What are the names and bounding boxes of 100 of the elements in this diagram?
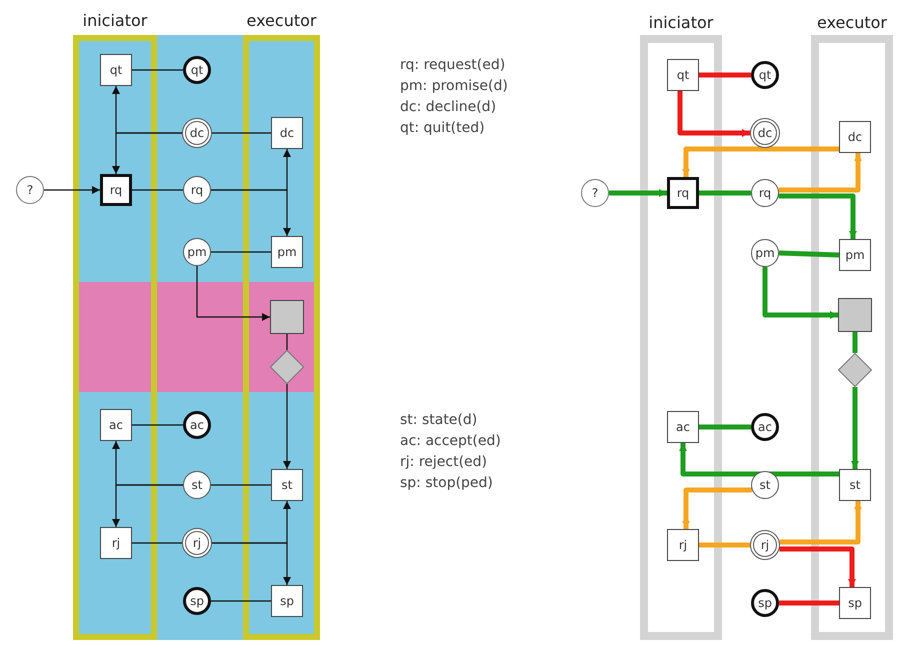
node-label: ? (26, 183, 34, 197)
connector-line (132, 189, 183, 191)
connector-line (699, 190, 751, 196)
node-label: pm (187, 245, 207, 259)
node-label: ? (592, 186, 598, 200)
arrow (778, 153, 862, 192)
node-label: rq (758, 186, 772, 200)
node-label: sp (848, 596, 862, 610)
event-circle (581, 179, 609, 207)
state-box (271, 117, 303, 149)
abbreviation-note: ac: accept(ed) (400, 432, 501, 450)
node-label: rq (190, 183, 204, 197)
arrow (44, 186, 100, 194)
lane-header: iniciator (82, 11, 148, 30)
node-label: sp (758, 596, 772, 610)
lane-header: iniciator (648, 13, 714, 32)
abbreviation-note: rj: reject(ed) (400, 453, 487, 471)
state-box (100, 54, 132, 86)
state-box (271, 585, 303, 617)
event-circle (750, 118, 780, 148)
connector-line (286, 334, 288, 350)
state-box (100, 174, 132, 206)
arrow (112, 484, 183, 527)
state-box (100, 527, 132, 559)
state-box (839, 121, 871, 153)
event-circle (751, 239, 779, 267)
node-label: ac (758, 420, 772, 434)
node-label: dc (758, 126, 772, 140)
arrow (678, 91, 750, 137)
arrow (779, 546, 856, 587)
state-box (271, 469, 303, 501)
node-label: rj (192, 536, 202, 550)
decision-diamond (270, 350, 304, 384)
abbreviation-note: sp: stop(ped) (400, 474, 493, 492)
node-label: pm (845, 248, 865, 262)
event-circle (751, 413, 779, 441)
connector-line (779, 600, 839, 606)
empty-square (838, 298, 872, 332)
state-box (667, 177, 699, 209)
connector-line (132, 542, 182, 544)
abbreviation-note: dc: decline(d) (400, 98, 496, 116)
node-label: pm (277, 245, 297, 259)
event-circle (751, 179, 779, 207)
state-box (667, 59, 699, 91)
decision-diamond (838, 353, 872, 387)
arrow (682, 488, 752, 529)
node-label: rq (110, 183, 122, 197)
arrow (211, 189, 291, 236)
state-box (100, 409, 132, 441)
node-label: rj (112, 536, 120, 550)
node-label: st (282, 478, 292, 492)
node-label: sp (190, 594, 204, 608)
node-label: rj (678, 538, 688, 552)
state-box (667, 529, 699, 561)
arrow (112, 132, 182, 174)
event-circle (751, 589, 779, 617)
abbreviation-note: pm: promise(d) (400, 77, 508, 95)
node-label: dc (190, 126, 204, 140)
event-circle (750, 530, 780, 560)
empty-square (270, 300, 304, 334)
connector-line (699, 72, 751, 78)
connector-line (211, 484, 271, 486)
node-label: st (192, 478, 202, 492)
connector-line (778, 250, 840, 258)
state-box (839, 587, 871, 619)
arrow (778, 194, 857, 239)
node-label: dc (848, 130, 862, 144)
arrow (283, 384, 291, 469)
event-circle (751, 61, 779, 89)
state-box (839, 239, 871, 271)
arrow (212, 542, 291, 585)
node-label: pm (755, 246, 775, 260)
event-circle (751, 471, 779, 499)
node-label: qt (758, 68, 772, 82)
state-box (271, 236, 303, 268)
arrow (780, 501, 862, 544)
abbreviation-note: qt: quit(ted) (400, 119, 485, 137)
connector-line (211, 251, 271, 253)
abbreviation-note: st: state(d) (400, 411, 478, 429)
abbreviation-note: rq: request(ed) (400, 56, 506, 74)
connector-line (132, 69, 183, 71)
state-box (839, 469, 871, 501)
arrow (196, 266, 270, 321)
node-label: sp (280, 594, 294, 608)
lane-header: executor (246, 11, 318, 30)
state-box (667, 411, 699, 443)
connector-line (132, 424, 183, 426)
node-label: qt (676, 68, 690, 82)
event-circle (16, 176, 44, 204)
connector-line (699, 424, 751, 430)
arrow (609, 189, 667, 197)
node-label: dc (280, 126, 294, 140)
node-label: rq (676, 186, 690, 200)
node-label: qt (190, 63, 204, 77)
connector-line (852, 332, 858, 353)
node-label: st (850, 478, 860, 492)
connector-line (699, 542, 750, 548)
arrow (851, 387, 859, 469)
arrow (762, 267, 838, 319)
arrow (682, 146, 839, 177)
